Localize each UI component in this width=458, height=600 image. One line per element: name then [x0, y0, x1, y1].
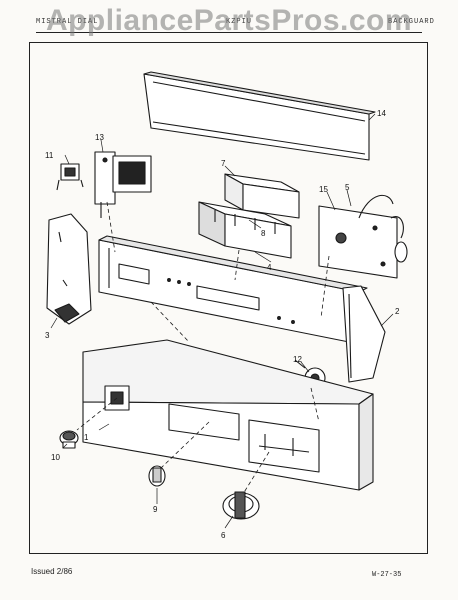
part-1-console: [82, 339, 374, 491]
part-11-switch: [56, 163, 84, 191]
callout-4: 4: [267, 263, 272, 272]
header-model-label: MISTRAL DIAL: [36, 18, 99, 26]
callout-14: 14: [377, 109, 386, 118]
callout-12: 12: [293, 355, 302, 364]
footer-page-code: W-27-35: [372, 571, 402, 579]
callout-10: 10: [51, 453, 60, 462]
callout-2: 2: [395, 307, 400, 316]
part-13-bracket: [94, 151, 152, 218]
header-section-label: BACKGUARD: [388, 18, 435, 26]
callout-8: 8: [261, 229, 266, 238]
part-9-button: [148, 465, 166, 487]
callout-labels: 1 2 3 4 5 6 7 8 9 10 11 12 13 14 15: [45, 109, 400, 540]
callout-11: 11: [45, 151, 54, 160]
callout-15: 15: [319, 185, 328, 194]
callout-13: 13: [95, 133, 104, 142]
callout-3: 3: [45, 331, 50, 340]
footer-issued: Issued 2/86: [31, 567, 73, 576]
part-3-left-endcap: [46, 213, 92, 325]
part-8-block: [198, 201, 292, 259]
part-7-holder: [224, 173, 300, 219]
part-15-switch-plate: [318, 194, 408, 279]
part-6-main-knob: [222, 491, 260, 520]
diagram-frame: [29, 42, 428, 554]
exploded-parts-drawing: 1 2 3 4 5 6 7 8 9 10 11 12 13 14 15: [45, 71, 408, 540]
part-14-trim-strip: [143, 71, 376, 161]
callout-7: 7: [221, 159, 226, 168]
watermark-text: AppliancePartsPros.com: [45, 4, 413, 37]
header-rule: [36, 32, 422, 33]
leader-lines: [50, 113, 394, 529]
callout-9: 9: [153, 505, 158, 514]
callout-1: 1: [84, 433, 89, 442]
callout-6: 6: [221, 531, 226, 540]
alignment-lines: [76, 201, 330, 495]
part-10-knob: [59, 430, 79, 449]
header-code-label: KZPIU: [226, 18, 253, 26]
part-2-right-endcap: [342, 285, 386, 383]
callout-5: 5: [345, 183, 350, 192]
